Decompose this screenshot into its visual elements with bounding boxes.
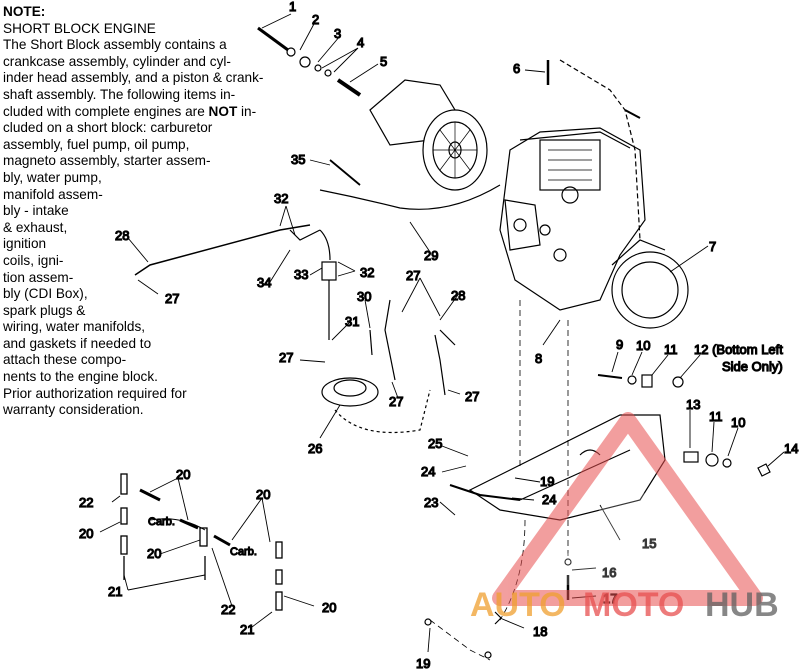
note-line: coils, igni- [3, 252, 64, 268]
callout-11a: 11 [664, 342, 678, 357]
callout-14: 14 [784, 441, 798, 456]
callout-10a: 10 [636, 338, 650, 353]
callout-19b: 19 [416, 656, 430, 671]
callout-24b: 24 [421, 464, 435, 479]
callout-16: 16 [602, 565, 616, 580]
callout-31: 31 [345, 314, 359, 329]
callout-21b: 21 [240, 622, 254, 637]
callout-9: 9 [616, 337, 623, 352]
callout-27e: 27 [465, 389, 479, 404]
note-line: spark plugs & [3, 302, 86, 318]
note-line: cluded on a short block: carburetor [3, 120, 213, 136]
bolt-and-washers [257, 26, 362, 97]
cooling-fan [369, 79, 488, 191]
callout-15: 15 [642, 536, 656, 551]
callout-27d: 27 [389, 394, 403, 409]
note-line: manifold assem- [3, 186, 103, 202]
callout-13: 13 [686, 397, 700, 412]
note-line: shaft assembly. The following items in- [3, 86, 236, 102]
note-line: and gaskets if needed to [3, 335, 152, 351]
callout-26: 26 [308, 441, 322, 456]
callout-2: 2 [312, 12, 319, 27]
callout-12: 12 (Bottom Left [694, 342, 783, 357]
callout-22b: 22 [221, 602, 235, 617]
note-title: NOTE: [3, 4, 46, 19]
note-line: SHORT BLOCK ENGINE [3, 20, 156, 36]
note-line: bly (CDI Box), [3, 286, 88, 302]
note-line: crankcase assembly, cylinder and cyl- [3, 53, 231, 69]
fitting-kit [120, 473, 283, 611]
callout-27a: 27 [165, 291, 179, 306]
callout-20a: 20 [176, 467, 190, 482]
callout-20e: 20 [322, 600, 336, 615]
note-line: & exhaust, [3, 219, 68, 235]
note-line: cluded with complete engines are NOT in- [3, 103, 257, 119]
callout-27c: 27 [406, 268, 420, 283]
engine-block [499, 127, 646, 311]
callout-30: 30 [357, 289, 371, 304]
magneto-housing [611, 239, 689, 329]
callout-20d: 20 [256, 487, 270, 502]
spark-plug-and-wire [546, 59, 641, 241]
callout-3: 3 [334, 26, 341, 41]
callout-12b: Side Only) [722, 359, 783, 374]
callout-20c: 20 [147, 546, 161, 561]
callout-6: 6 [513, 61, 520, 76]
callout-32b: 32 [360, 265, 374, 280]
throttle-cable [319, 159, 501, 210]
fuel-line-system [134, 224, 456, 433]
note-line: bly, water pump, [3, 169, 102, 185]
callout-34: 34 [257, 275, 271, 290]
note-line: magneto assembly, starter assem- [3, 153, 211, 169]
callout-21a: 21 [108, 584, 122, 599]
callout-18: 18 [533, 624, 547, 639]
note-line: wiring, water manifolds, [3, 319, 146, 335]
callout-24a: 24 [542, 492, 556, 507]
callout-11b: 11 [709, 409, 723, 424]
note-line: tion assem- [3, 269, 74, 285]
callout-28b: 28 [451, 288, 465, 303]
emphasis-not: NOT [208, 103, 238, 119]
note-line: The Short Block assembly contains a [3, 37, 227, 53]
callout-19a: 19 [540, 474, 554, 489]
callout-5: 5 [380, 54, 387, 69]
callout-10b: 10 [731, 415, 745, 430]
carb-label-2: Carb. [230, 546, 257, 558]
carb-label-1: Carb. [148, 516, 175, 528]
note-line: Prior authorization required for [3, 385, 187, 401]
callout-29: 29 [424, 248, 438, 263]
callout-22a: 22 [79, 495, 93, 510]
note-line: ignition [3, 236, 47, 252]
callout-23: 23 [424, 495, 438, 510]
note-line: inder head assembly, and a piston & cran… [3, 70, 264, 86]
callout-4: 4 [357, 35, 364, 50]
note-line: warranty consideration. [3, 402, 144, 418]
callout-33: 33 [294, 267, 308, 282]
callout-28a: 28 [115, 228, 129, 243]
callout-1: 1 [289, 0, 296, 14]
callout-8: 8 [535, 351, 542, 366]
callout-17: 17 [603, 591, 617, 606]
callout-32a: 32 [274, 191, 288, 206]
callout-20b: 20 [79, 526, 93, 541]
note-line: assembly, fuel pump, oil pump, [3, 136, 190, 152]
note-line: nents to the engine block. [3, 369, 158, 385]
callout-27b: 27 [279, 350, 293, 365]
engine-mount-plate [449, 414, 666, 521]
callout-7: 7 [709, 239, 716, 254]
lower-hardware [424, 558, 572, 659]
callout-35: 35 [291, 152, 305, 167]
note-line: attach these compo- [3, 352, 127, 368]
note-line: bly - intake [3, 203, 69, 219]
callout-25: 25 [428, 436, 442, 451]
